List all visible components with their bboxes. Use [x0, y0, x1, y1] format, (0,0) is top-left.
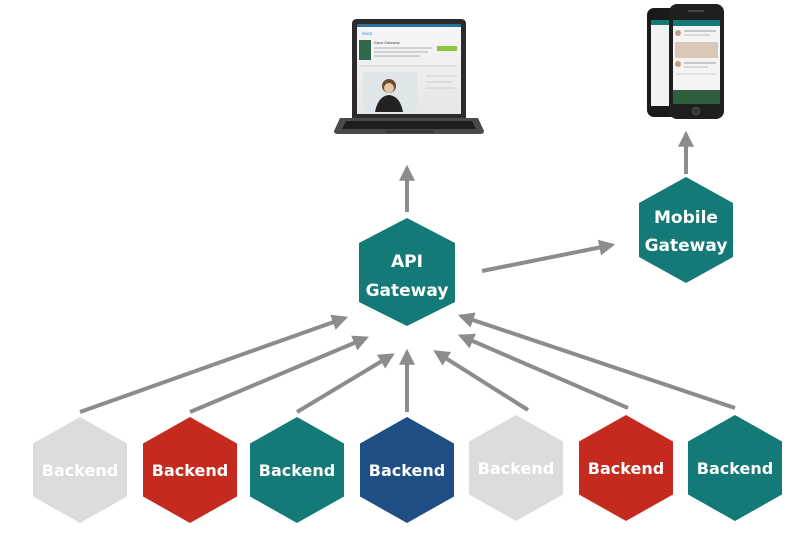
- backend-node: Backend: [579, 415, 673, 521]
- laptop-headline: Cisco Gateway: [374, 41, 400, 45]
- laptop-icon: cisco Cisco Gateway: [334, 19, 484, 134]
- arrows: [79, 130, 736, 414]
- backend-hexagon: [33, 417, 127, 523]
- backend-row: Backend Backend Backend Backend Backend Backe…: [33, 415, 782, 523]
- backend-node: Backend: [250, 417, 344, 523]
- arrow-backend5-to-api: [433, 350, 530, 412]
- backend-label: Backend: [588, 459, 664, 478]
- smartphone-icon: [647, 4, 724, 119]
- mobile-gateway-label-line2: Gateway: [645, 236, 728, 256]
- backend-node: Backend: [33, 417, 127, 523]
- api-gateway-label-line1: API: [391, 252, 423, 272]
- mobile-gateway-label-line1: Mobile: [654, 208, 718, 228]
- api-gateway-node: API Gateway: [359, 218, 455, 326]
- backend-node: Backend: [688, 415, 782, 521]
- backend-hexagon: [250, 417, 344, 523]
- backend-label: Backend: [697, 459, 773, 478]
- arrow-backend2-to-api: [189, 335, 369, 414]
- laptop-brand: cisco: [362, 31, 373, 36]
- backend-node: Backend: [360, 417, 454, 523]
- backend-node: Backend: [143, 417, 237, 523]
- arrow-backend3-to-api: [295, 353, 395, 414]
- arrow-backend6-to-api: [458, 333, 629, 410]
- arrow-api-to-mobile-gateway: [481, 239, 616, 273]
- backend-label: Backend: [369, 461, 445, 480]
- mobile-gateway-node: Mobile Gateway: [639, 177, 733, 283]
- backend-hexagon: [469, 415, 563, 521]
- backend-label: Backend: [259, 461, 335, 480]
- backend-hexagon: [360, 417, 454, 523]
- backend-hexagon: [688, 415, 782, 521]
- backend-hexagon: [579, 415, 673, 521]
- backend-hexagon: [143, 417, 237, 523]
- backend-label: Backend: [152, 461, 228, 480]
- backend-node: Backend: [469, 415, 563, 521]
- backend-label: Backend: [42, 461, 118, 480]
- arrow-backend1-to-api: [79, 314, 349, 414]
- mobile-gateway-hexagon: [639, 177, 733, 283]
- arrow-backend7-to-api: [457, 312, 736, 410]
- backend-label: Backend: [478, 459, 554, 478]
- api-gateway-label-line2: Gateway: [366, 281, 449, 301]
- api-gateway-hexagon: [359, 218, 455, 326]
